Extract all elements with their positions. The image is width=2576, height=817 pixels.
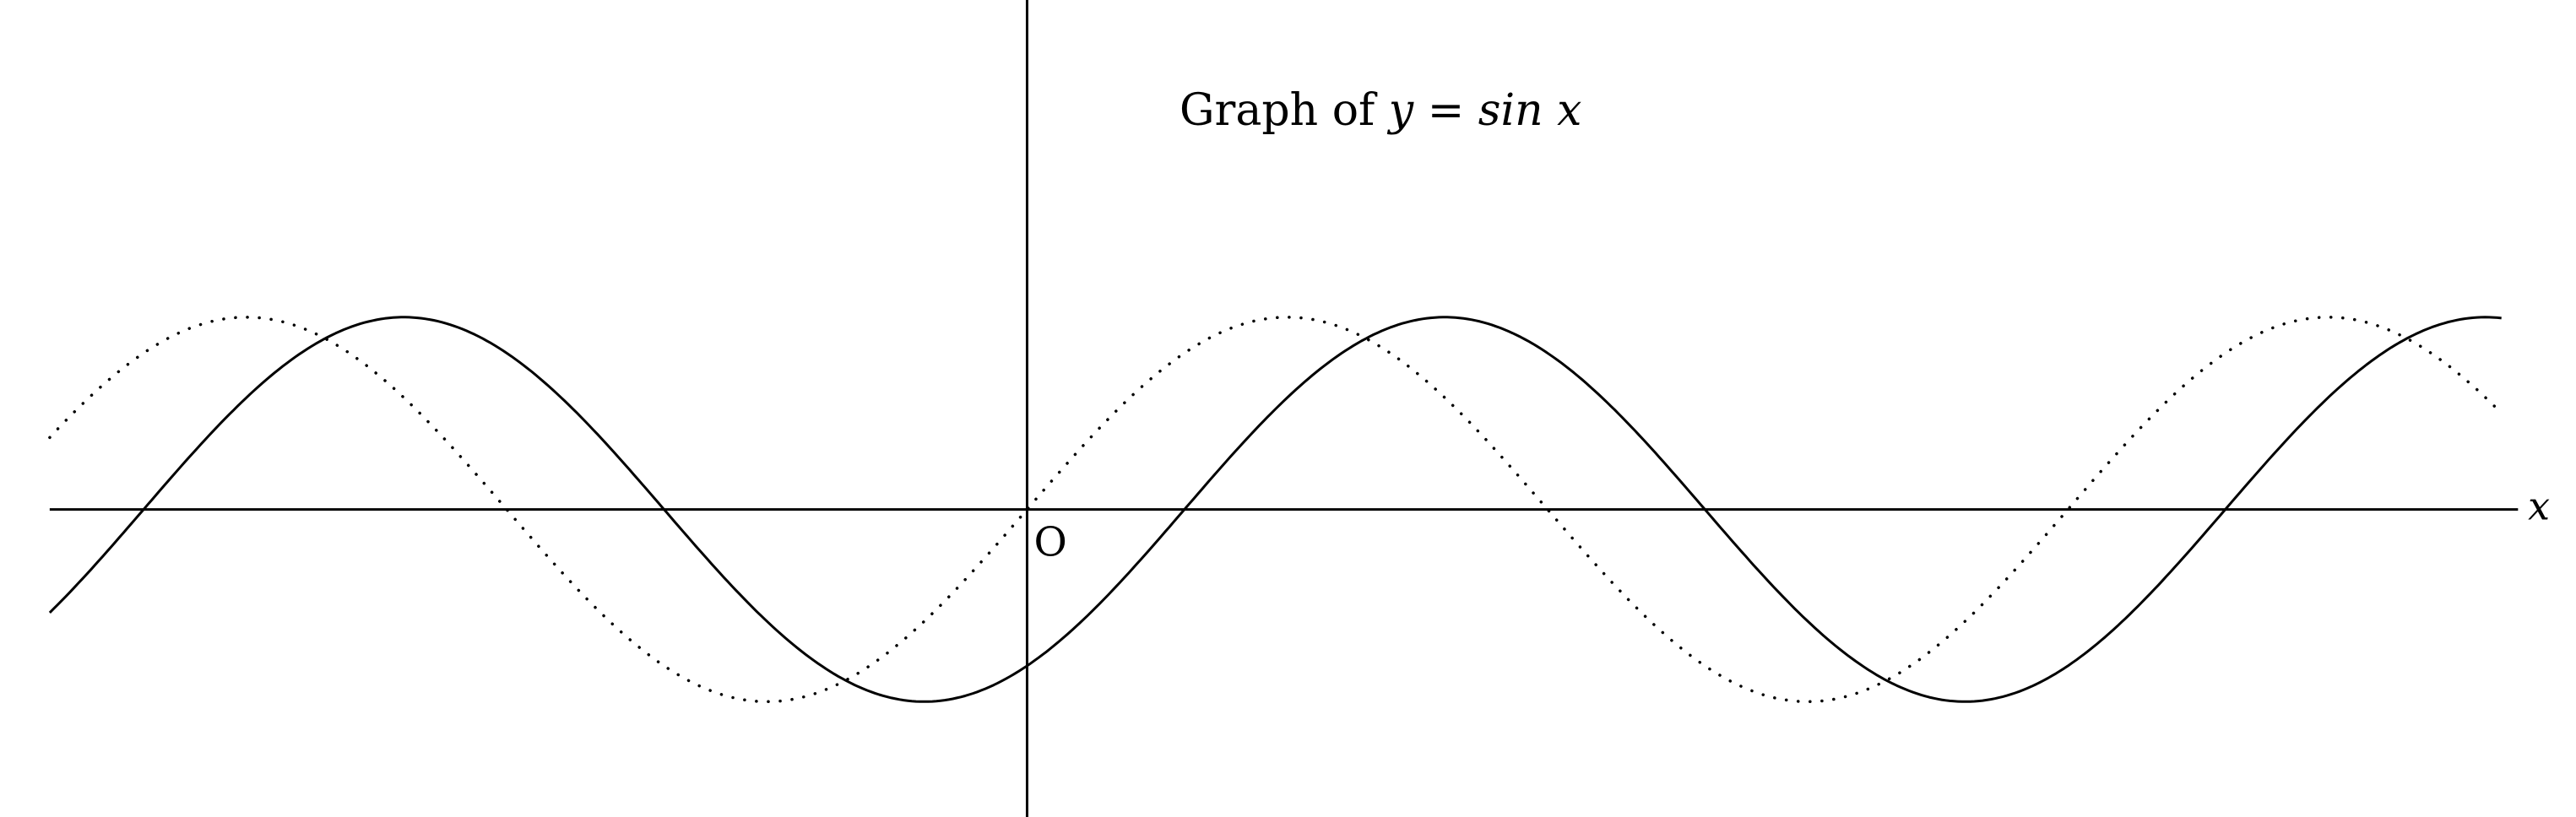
x-axis-label: x	[2528, 484, 2550, 529]
title-prefix: Graph of	[1180, 85, 1389, 136]
series-line-solid	[48, 316, 2502, 703]
origin-label: O	[1033, 519, 1066, 566]
series-layer	[48, 316, 2503, 704]
title-math: y = sin x	[1387, 85, 1582, 136]
series-line-dotted	[48, 316, 2503, 704]
chart-title: Graph of y = sin x	[1180, 85, 1581, 136]
